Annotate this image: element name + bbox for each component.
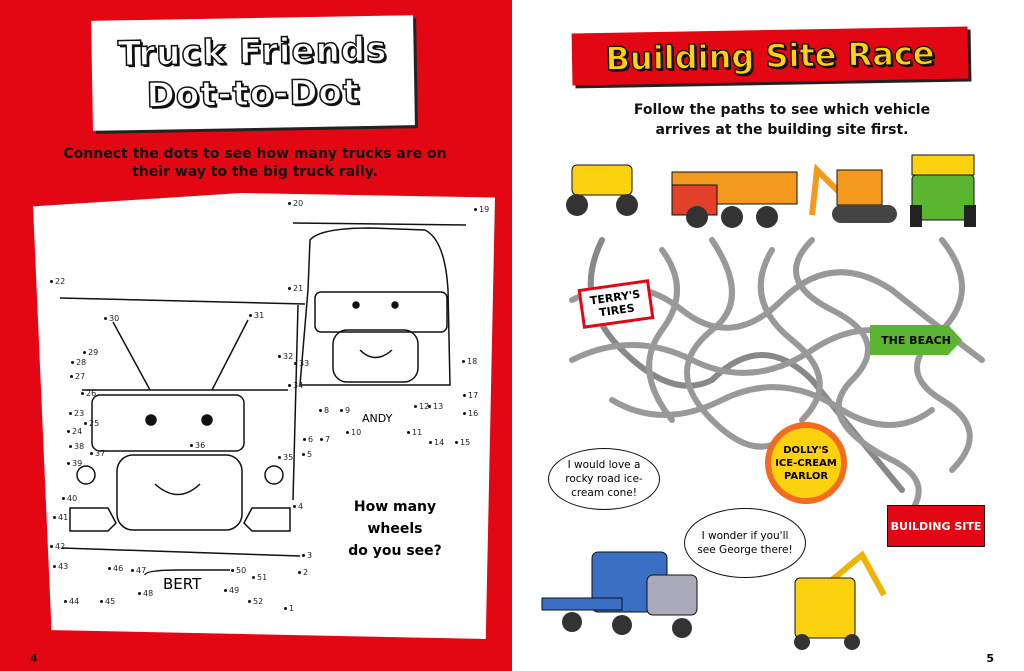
dot-number: 33: [293, 359, 310, 368]
dot-number: 34: [287, 381, 304, 390]
truck-name-andy: ANDY: [362, 412, 393, 425]
truck-name-bert: BERT: [163, 575, 202, 593]
dot-number: 47: [130, 566, 147, 575]
dot-number: 26: [80, 389, 97, 398]
dot-number: 12: [413, 402, 430, 411]
instructions: Follow the paths to see which vehicle ar…: [612, 100, 952, 140]
dot-number: 40: [61, 494, 78, 503]
dot-number: 37: [89, 449, 106, 458]
dot-number: 23: [68, 409, 85, 418]
dot-number: 2: [297, 568, 309, 577]
truck-drawings: [59, 222, 467, 576]
question-line-1: How many wheels: [353, 499, 437, 537]
dot-number: 17: [462, 391, 479, 400]
dot-number: 52: [247, 597, 264, 606]
dot-number: 18: [461, 357, 478, 366]
dot-number: 24: [66, 427, 83, 436]
dot-number: 42: [49, 542, 66, 551]
dot-number: 39: [66, 459, 83, 468]
green-tractor: [910, 154, 976, 227]
dot-number: 28: [70, 358, 87, 367]
dot-number: 48: [137, 589, 154, 598]
dot-number: 44: [63, 597, 80, 606]
dot-number: 7: [319, 435, 331, 444]
page-number: 5: [986, 652, 994, 665]
blue-truck: [541, 551, 698, 638]
dot-number: 50: [230, 566, 247, 575]
dot-number: 38: [68, 442, 85, 451]
dot-number: 9: [339, 406, 351, 415]
dot-number: 32: [277, 352, 294, 361]
dot-number: 15: [454, 438, 471, 447]
dot-number: 19: [473, 205, 490, 214]
yellow-backhoe: [794, 550, 887, 650]
dot-number: 45: [99, 597, 116, 606]
dot-number: 21: [287, 284, 304, 293]
right-page: Building Site Race Follow the paths to s…: [512, 0, 1024, 671]
dot-number: 16: [462, 409, 479, 418]
dot-number: 20: [287, 199, 304, 208]
dot-number: 8: [318, 406, 330, 415]
dot-number: 30: [103, 314, 120, 323]
sign-building-site: BUILDING SITE: [887, 505, 985, 547]
dot-number: 10: [345, 428, 362, 437]
dot-number: 41: [52, 513, 69, 522]
dot-number: 14: [428, 438, 445, 447]
dot-number: 3: [301, 551, 313, 560]
instructions-line-2: arrives at the building site first.: [655, 122, 909, 138]
dot-number: 13: [427, 402, 444, 411]
sign-dollys-ice-cream: DOLLY'S ICE-CREAM PARLOR: [765, 422, 847, 504]
dot-number: 22: [49, 277, 66, 286]
left-page: Truck Friends Dot-to-Dot Connect the dot…: [0, 0, 512, 671]
yellow-dumper: [566, 164, 638, 216]
dot-number: 25: [83, 419, 100, 428]
page-number: 4: [30, 652, 38, 665]
wheels-question: How many wheels do you see?: [330, 496, 460, 562]
question-line-2: do you see?: [348, 543, 442, 559]
dot-number: 5: [301, 450, 313, 459]
instructions-line-1: Follow the paths to see which vehicle: [633, 102, 931, 118]
orange-dump-truck: [671, 171, 798, 228]
dot-number: 51: [251, 573, 268, 582]
orange-excavator: [809, 163, 897, 223]
speech-bubble-backhoe: I wonder if you'll see George there!: [684, 508, 806, 578]
dot-number: 1: [283, 604, 295, 613]
sign-the-beach: THE BEACH: [870, 325, 962, 355]
dot-number: 46: [107, 564, 124, 573]
dot-number: 6: [302, 435, 314, 444]
dot-number: 49: [223, 586, 240, 595]
speech-bubble-blue-truck: I would love a rocky road ice-cream cone…: [548, 448, 660, 510]
activity-sheet: [33, 193, 495, 639]
dot-number: 11: [406, 428, 423, 437]
dot-number: 27: [69, 372, 86, 381]
dot-number: 31: [248, 311, 265, 320]
dot-number: 35: [277, 453, 294, 462]
dot-number: 36: [189, 441, 206, 450]
dot-number: 43: [52, 562, 69, 571]
dot-number: 29: [82, 348, 99, 357]
instructions: Connect the dots to see how many trucks …: [63, 146, 447, 180]
dot-number: 4: [292, 502, 304, 511]
